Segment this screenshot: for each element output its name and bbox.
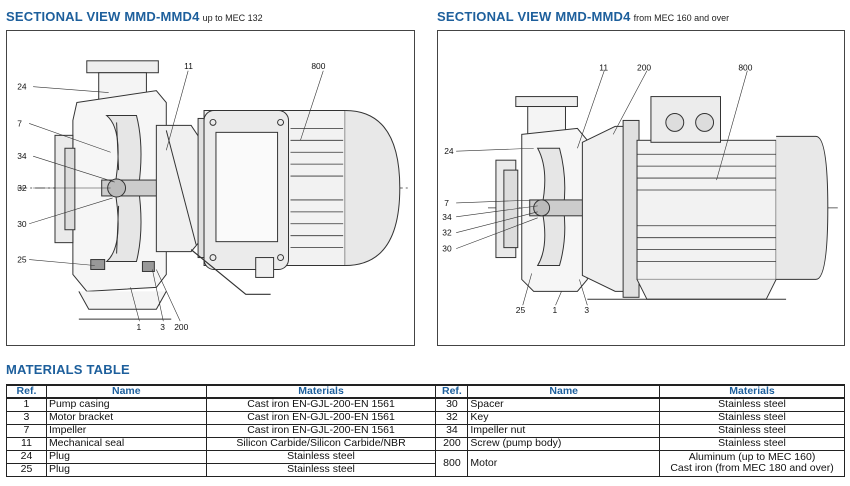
name-cell: Plug — [45, 449, 207, 464]
materials-table-title: MATERIALS TABLE — [6, 362, 130, 377]
callout-200: 200 — [637, 63, 651, 73]
header-materials: Materials — [205, 384, 437, 399]
table-row: 1 Pump casing Cast iron EN-GJL-200-EN 15… — [6, 397, 845, 412]
ref-cell: 800 — [435, 449, 469, 477]
callout-34: 34 — [17, 151, 27, 161]
name-cell: Motor bracket — [45, 410, 207, 425]
name-cell: Motor — [467, 449, 661, 477]
name-cell: Spacer — [467, 397, 661, 412]
name-cell: Impeller nut — [467, 423, 661, 438]
material-cell: Stainless steel — [205, 462, 437, 477]
left-section-title-text: SECTIONAL VIEW MMD-MMD4 — [6, 9, 200, 24]
material-cell: Stainless steel — [659, 397, 845, 412]
material-cell: Stainless steel — [659, 423, 845, 438]
callout-1: 1 — [136, 322, 141, 332]
pump-cross-section-large: 24 7 34 32 30 25 11 200 800 1 3 — [442, 63, 838, 315]
callout-7: 7 — [17, 118, 22, 128]
sectional-drawing-small: 24 7 34 32 30 25 11 800 1 3 200 — [6, 30, 415, 346]
callout-1: 1 — [553, 305, 558, 315]
material-line: Aluminum (up to MEC 160) — [688, 451, 816, 463]
name-cell: Pump casing — [45, 397, 207, 412]
callout-200: 200 — [174, 322, 188, 332]
ref-cell: 34 — [435, 423, 469, 438]
header-ref: Ref. — [435, 384, 469, 399]
header-ref: Ref. — [6, 384, 47, 399]
callout-30: 30 — [442, 244, 452, 254]
ref-cell: 11 — [6, 436, 47, 451]
table-row: 24 Plug Stainless steel 800 Motor Alumin… — [6, 449, 845, 477]
left-section-subtitle: up to MEC 132 — [202, 13, 263, 23]
name-cell: Screw (pump body) — [467, 436, 661, 451]
callout-11: 11 — [599, 63, 608, 73]
material-cell: Aluminum (up to MEC 160)Cast iron (from … — [659, 449, 845, 477]
ref-cell: 7 — [6, 423, 47, 438]
callout-25: 25 — [516, 305, 526, 315]
callout-32: 32 — [17, 183, 27, 193]
table-header-row: Ref. Name Materials Ref. Name Materials — [6, 384, 845, 399]
material-line: Cast iron (from MEC 180 and over) — [670, 462, 834, 474]
callout-11: 11 — [184, 61, 193, 71]
pump-cross-section-small: 24 7 34 32 30 25 11 800 1 3 200 — [17, 60, 409, 332]
materials-table: Ref. Name Materials Ref. Name Materials … — [6, 384, 845, 477]
right-section-subtitle: from MEC 160 and over — [633, 13, 730, 23]
callout-32: 32 — [442, 228, 452, 238]
name-cell: Impeller — [45, 423, 207, 438]
ref-cell: 25 — [6, 462, 47, 477]
name-cell: Plug — [45, 462, 207, 477]
material-cell: Stainless steel — [659, 436, 845, 451]
header-name: Name — [467, 384, 661, 399]
ref-cell: 200 — [435, 436, 469, 451]
right-section-title-text: SECTIONAL VIEW MMD-MMD4 — [437, 9, 631, 24]
callout-34: 34 — [442, 212, 452, 222]
header-name: Name — [45, 384, 207, 399]
ref-cell: 24 — [6, 449, 47, 464]
ref-cell: 32 — [435, 410, 469, 425]
table-row: 11 Mechanical seal Silicon Carbide/Silic… — [6, 436, 845, 451]
callout-3: 3 — [160, 322, 165, 332]
callout-25: 25 — [17, 255, 27, 265]
callout-7: 7 — [444, 198, 449, 208]
material-cell: Cast iron EN-GJL-200-EN 1561 — [205, 423, 437, 438]
header-materials: Materials — [659, 384, 845, 399]
name-cell: Key — [467, 410, 661, 425]
table-row: 25 Plug Stainless steel — [6, 462, 845, 477]
material-cell: Cast iron EN-GJL-200-EN 1561 — [205, 397, 437, 412]
callout-24: 24 — [17, 82, 27, 92]
ref-cell: 3 — [6, 410, 47, 425]
callout-800: 800 — [738, 63, 752, 73]
name-cell: Mechanical seal — [45, 436, 207, 451]
material-cell: Silicon Carbide/Silicon Carbide/NBR — [205, 436, 437, 451]
callout-800: 800 — [311, 61, 325, 71]
callout-3: 3 — [584, 305, 589, 315]
table-row: 7 Impeller Cast iron EN-GJL-200-EN 1561 … — [6, 423, 845, 438]
material-cell: Cast iron EN-GJL-200-EN 1561 — [205, 410, 437, 425]
material-cell: Stainless steel — [205, 449, 437, 464]
material-cell: Stainless steel — [659, 410, 845, 425]
sectional-drawing-large: 24 7 34 32 30 25 11 200 800 1 3 — [437, 30, 845, 346]
ref-cell: 1 — [6, 397, 47, 412]
table-row: 3 Motor bracket Cast iron EN-GJL-200-EN … — [6, 410, 845, 425]
callout-24: 24 — [444, 146, 454, 156]
callout-30: 30 — [17, 219, 27, 229]
ref-cell: 30 — [435, 397, 469, 412]
